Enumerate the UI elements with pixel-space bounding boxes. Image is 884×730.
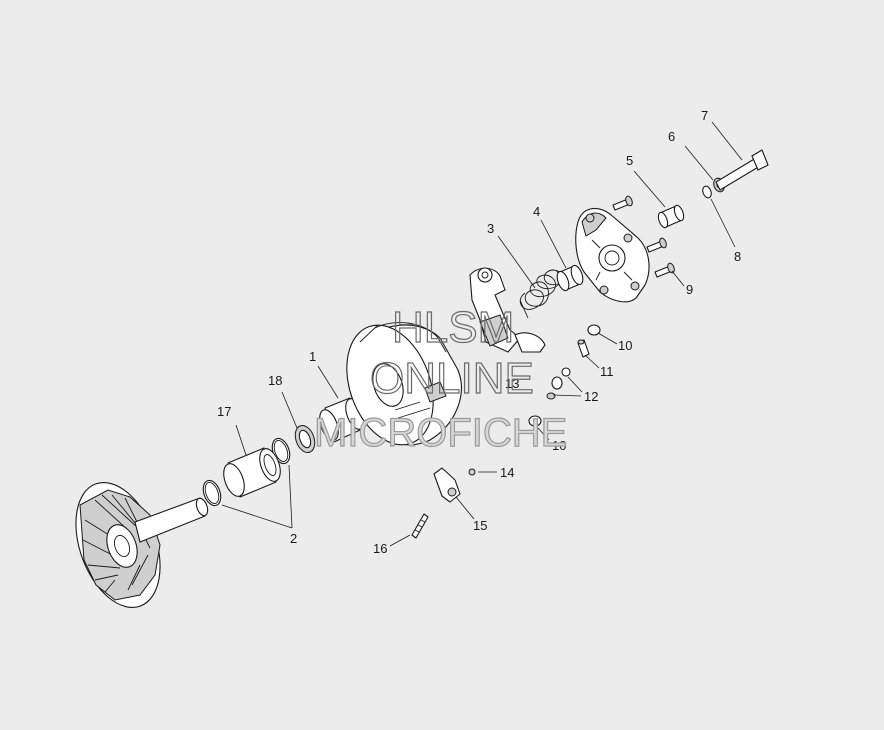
bolt-lower: [654, 262, 675, 278]
spring-cup: [556, 264, 584, 292]
callout-9: 9: [686, 282, 693, 297]
bolt-middle: [646, 237, 667, 253]
watermark: HLSM ONLINE MICROFICHE: [313, 302, 568, 455]
sleeve: [223, 447, 281, 498]
callout-15: 15: [473, 518, 487, 533]
watermark-line-1: HLSM: [392, 303, 514, 352]
nut-10-bottom: [528, 415, 542, 427]
callout-16: 16: [373, 541, 387, 556]
screw-14: [468, 468, 476, 476]
callout-13: 13: [505, 376, 519, 391]
watermark-line-2: ONLINE: [370, 354, 534, 403]
washer-8: [702, 185, 712, 199]
callout-labels: 1 2 3 4 5 6 7 8 9 10 10 11 12 13 14 15 1…: [217, 108, 741, 556]
spacer: [657, 204, 685, 229]
callout-5: 5: [626, 153, 633, 168]
callout-10-top: 10: [618, 338, 632, 353]
callout-7: 7: [701, 108, 708, 123]
movable-sheave: [346, 322, 462, 446]
callout-17: 17: [217, 404, 231, 419]
callout-6: 6: [668, 129, 675, 144]
callout-2: 2: [290, 531, 297, 546]
bushing-ring: [294, 424, 316, 454]
callout-1: 1: [309, 349, 316, 364]
pin-16: [411, 513, 429, 539]
callout-18: 18: [268, 373, 282, 388]
watermark-line-3: MICROFICHE: [314, 411, 567, 455]
bolt-top: [612, 195, 633, 211]
washer-12: [546, 367, 571, 400]
cover-plate: [575, 207, 650, 303]
callout-14: 14: [500, 465, 514, 480]
leader-lines: [221, 121, 743, 547]
roller-arm: [469, 267, 546, 353]
callout-3: 3: [487, 221, 494, 236]
snap-ring-left: [202, 479, 222, 507]
pin-11: [577, 339, 590, 358]
callout-8: 8: [734, 249, 741, 264]
callout-11: 11: [600, 364, 614, 379]
flyweight: [433, 467, 461, 503]
callout-12: 12: [584, 389, 598, 404]
callout-10-bottom: 10: [552, 438, 566, 453]
fixed-sheave-fan: [75, 482, 209, 608]
roller-13: [551, 376, 563, 390]
long-bolt: [715, 149, 769, 191]
callout-4: 4: [533, 204, 540, 219]
nut-10-top: [587, 324, 601, 336]
